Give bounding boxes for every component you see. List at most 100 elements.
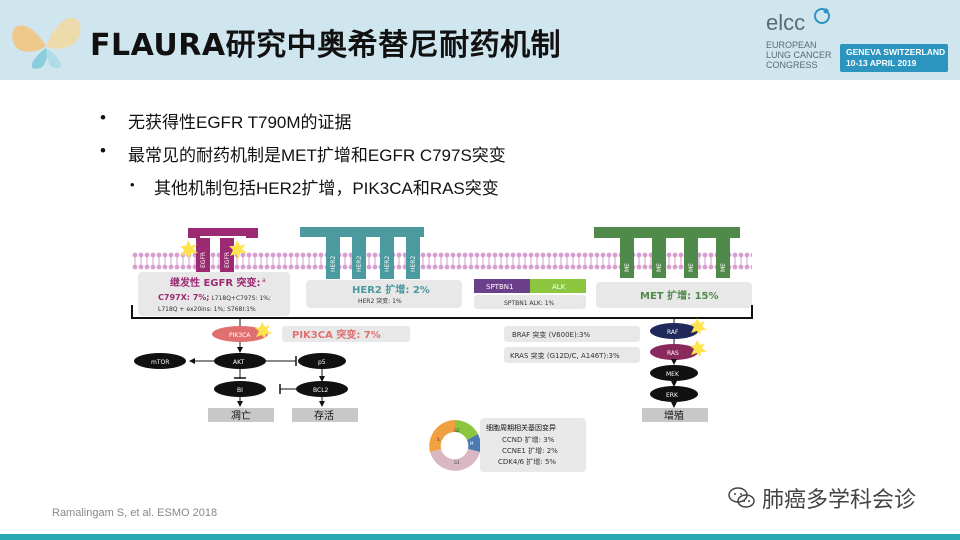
butterfly-logo-icon [12,17,81,69]
mutation-star-icon [229,240,247,259]
akt-node-label: AKT [233,359,245,366]
her2-box-title: HER2 扩增: 2% [352,283,430,296]
bullet-text: 无获得性EGFR T790M的证据 [128,113,352,132]
mek-node-label: MEK [666,371,680,378]
met-box-title: MET 扩增: 15% [640,289,719,302]
pathway-bracket [131,305,753,319]
met-dimer-top [594,227,740,238]
survival-box [292,408,358,422]
cell-cycle-box [480,418,586,472]
her2-receptor-group: HER2 HER2 HER2 HER2 [300,227,424,279]
pik3ca-node-label: PIK3CA [229,332,251,339]
elcc-line: LUNG CANCER [766,50,832,60]
fusion-box-sub: SPTBN1 ALK: 1% [504,300,555,307]
badge-location: GENEVA SWITZERLAND [846,47,946,57]
met-receptor-group: ME ME ME ME [594,227,740,278]
met-receptor [716,238,730,278]
elcc-line: EUROPEAN [766,40,817,50]
her2-receptor [380,237,394,279]
proliferation-box [642,408,708,422]
mutation-star-icon [255,322,272,339]
cell-cycle-label: M [470,441,474,446]
alk-label: ALK [552,283,566,291]
cell-cycle-line: CDK4/6 扩增: 5% [498,457,556,466]
mek-node [650,365,698,381]
cell-cycle-line: CCNE1 扩增: 2% [502,446,558,455]
egfr-mutation-box [138,272,290,316]
mutation-star-icon [180,240,198,259]
met-label: ME [688,263,695,272]
met-receptor [652,238,666,278]
erk-node [650,386,698,402]
mutation-star-icon [690,318,707,335]
pik3ca-label-box [282,326,410,342]
pik3ca-node [212,326,268,342]
slide-title: FLAURA研究中奥希替尼耐药机制 [90,28,562,63]
cell-cycle-title: 细胞周期相关基因变异 [486,423,556,432]
egfr-l718q-c797s: L718Q+C797S: 1%; [210,295,271,302]
elcc-congress-name: EUROPEAN LUNG CANCER CONGRESS [766,40,832,70]
kras-label: KRAS 突变 (G12D/C, A146T):3% [510,351,620,360]
proliferation-label: 增殖 [664,409,684,422]
cell-cycle-g1 [430,449,480,471]
survival-label: 存活 [314,409,334,422]
bcl2-node [296,381,348,397]
her2-receptor [406,237,420,279]
p5-node-label: p5 [318,359,326,366]
egfr-receptor [220,238,234,278]
ras-node-label: RAS [667,350,679,357]
sptbn1-label: SPTBN1 [486,283,513,291]
egfr-box-title: 继发性 EGFR 突变: [170,276,261,289]
her2-box [306,280,462,308]
cell-cycle-label: G2 [454,428,460,433]
sptbn1-bar [474,279,530,293]
her2-receptor [352,237,366,279]
her2-box-sub: HER2 突变: 1% [358,297,402,305]
ras-node [650,344,698,360]
cell-cycle-label: S [437,437,440,442]
kras-box [504,347,640,363]
apoptosis-label: 凋亡 [231,409,251,422]
raf-node [650,323,698,339]
met-label: ME [720,263,727,272]
pik3ca-label: PIK3CA 突变: 7% [292,328,381,341]
her2-label: HER2 [410,256,417,272]
bi-node [214,381,266,397]
slide-header: FLAURA研究中奥希替尼耐药机制 elcc EUROPEAN LUNG CAN… [0,0,960,80]
egfr-box-line2: L718Q + ex20ins: 1%; S768I:1% [158,306,256,313]
her2-label: HER2 [330,256,337,272]
cell-cycle-g2 [455,420,478,440]
her2-label: HER2 [384,256,391,272]
bullet-text: 最常见的耐药机制是MET扩增和EGFR C797S突变 [128,146,506,165]
sub-bullet-text: 其他机制包括HER2扩增，PIK3CA和RAS突变 [154,179,499,198]
mutation-star-icon [690,340,707,357]
wechat-watermark: 肺癌多学科会诊 [728,484,917,513]
bottom-accent-bar [0,534,960,540]
cell-cycle-label: G1 [454,460,460,465]
egfr-receptor [196,238,210,278]
congress-location-badge: GENEVA SWITZERLAND 10-13 APRIL 2019 [840,44,948,72]
bi-node-label: BI [237,387,243,394]
egfr-box-line1: C797X: 7%; L718Q+C797S: 1%; [158,293,271,302]
apoptosis-box [208,408,274,422]
egfr-box-sup: a [262,277,266,284]
egfr-c797x: C797X: 7%; [158,293,210,302]
cell-cycle-m [467,434,481,452]
p5-node [298,353,346,369]
wechat-icon [728,487,755,508]
bullet-dot: • [100,141,106,160]
mtor-node [134,353,186,369]
cell-membrane [132,252,752,270]
erk-node-label: ERK [666,392,679,399]
met-label: ME [656,263,663,272]
cell-cycle-line: CCND 扩增: 3% [502,435,555,444]
her2-receptor [326,237,340,279]
watermark-text: 肺癌多学科会诊 [762,488,917,513]
met-label: ME [624,263,631,272]
egfr-label: EGFR [200,252,207,268]
met-receptor [620,238,634,278]
citation: Ramalingam S, et al. ESMO 2018 [52,507,218,519]
egfr-label: EGFR [224,252,231,268]
cell-cycle-s [429,420,455,452]
